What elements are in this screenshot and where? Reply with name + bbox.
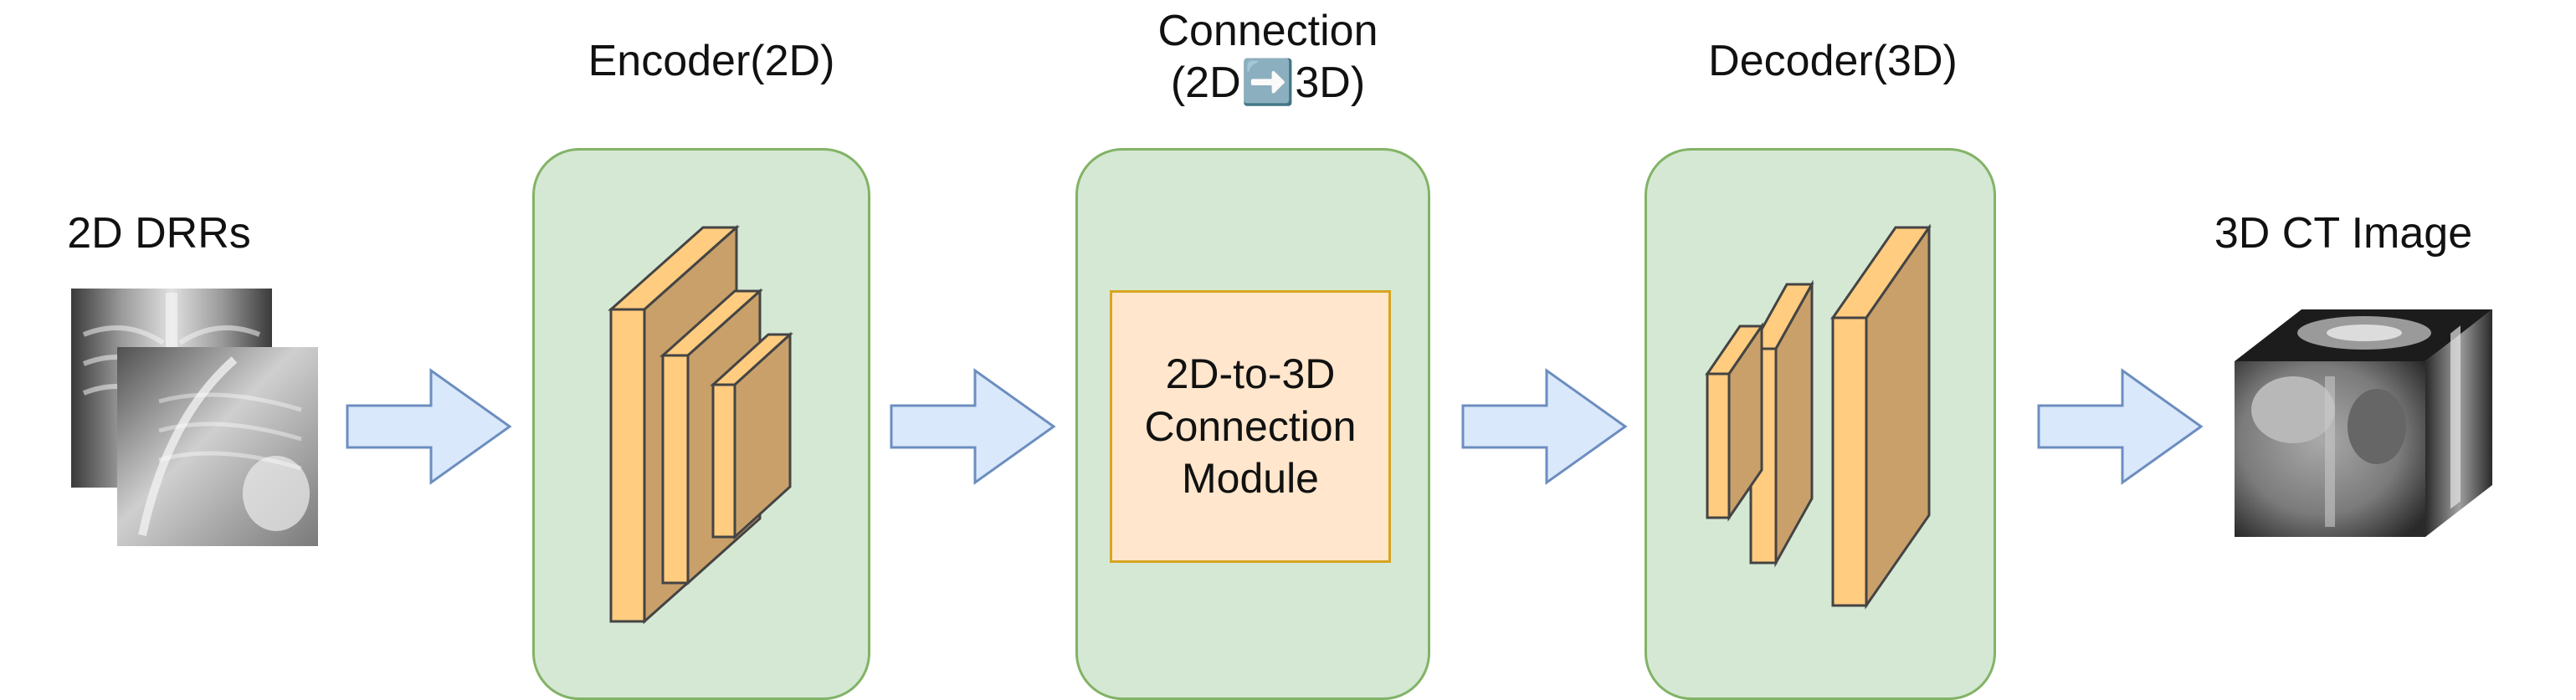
decoder-title: Decoder(3D) bbox=[1708, 37, 1958, 85]
encoder-layer-3 bbox=[710, 331, 793, 540]
decoder-layer-1 bbox=[1705, 322, 1764, 522]
ct-cube-top bbox=[2235, 309, 2492, 361]
decoder-panel bbox=[1645, 148, 1996, 700]
flow-arrow-3 bbox=[1461, 368, 1628, 485]
encoder-title: Encoder(2D) bbox=[588, 37, 835, 85]
output-label: 3D CT Image bbox=[2214, 209, 2473, 258]
connection-title-line1: Connection bbox=[1157, 7, 1378, 55]
flow-arrow-1 bbox=[346, 368, 512, 485]
flow-arrow-2 bbox=[890, 368, 1056, 485]
decoder-layer-3 bbox=[1830, 223, 1932, 610]
flow-arrow-4 bbox=[2037, 368, 2204, 485]
connection-module-line1: 2D-to-3D bbox=[1165, 350, 1336, 398]
connection-title-line2: (2D➡️3D) bbox=[1170, 59, 1366, 108]
ct-cube-image bbox=[2235, 309, 2492, 537]
ct-cube-front bbox=[2235, 361, 2425, 537]
connection-module-line2: Connection bbox=[1144, 402, 1357, 450]
xray-lateral-image bbox=[117, 347, 318, 546]
connection-module-line3: Module bbox=[1182, 455, 1319, 503]
drr-images bbox=[71, 289, 318, 546]
ct-cube-side bbox=[2425, 309, 2492, 537]
connection-title: Connection (2D➡️3D) bbox=[1063, 5, 1473, 110]
connection-module-box: 2D-to-3D Connection Module bbox=[1110, 290, 1391, 563]
input-label: 2D DRRs bbox=[67, 209, 251, 258]
encoder-layers bbox=[608, 224, 793, 625]
decoder-layers bbox=[1705, 223, 1932, 610]
